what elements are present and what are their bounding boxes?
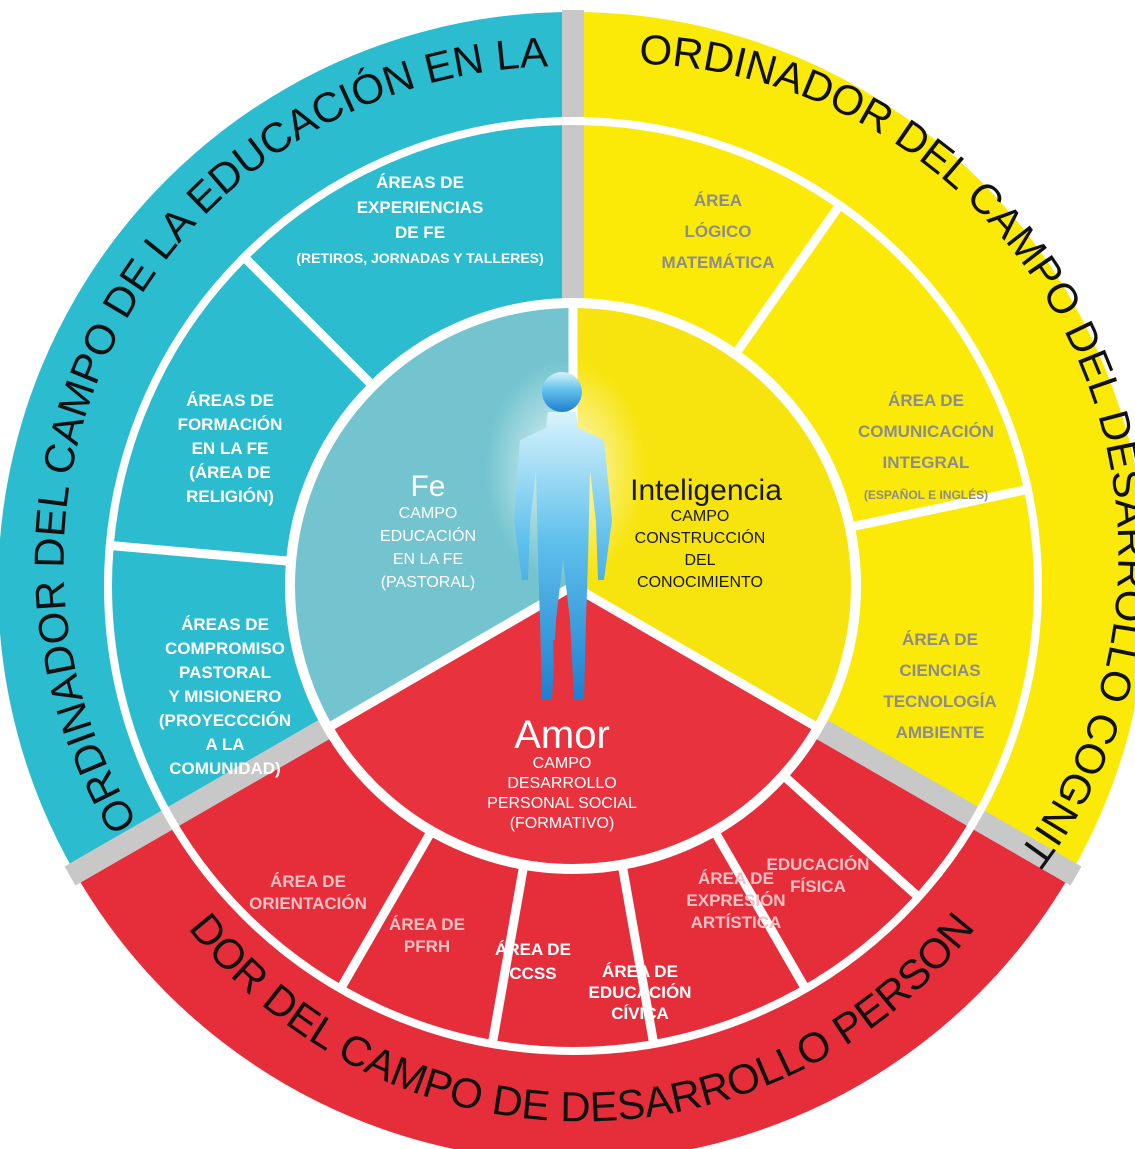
- core-fe-lines-line: CAMPO: [399, 505, 458, 522]
- core-cog-lines-line: CONSTRUCCIÓN: [635, 528, 766, 547]
- area-separator: [336, 817, 442, 992]
- core-fe-subtitle: CAMPO EDUCACIÓN EN LA FE (PASTORAL): [380, 505, 476, 591]
- area-separator: [836, 484, 1030, 535]
- title-band: [104, 117, 1042, 1055]
- core-cog-lines-line: CONOCIMIENTO: [637, 574, 763, 591]
- core-sector-amor: [329, 586, 817, 868]
- core-divider-right: [570, 582, 823, 733]
- core-fe-lines-line: EN LA FE: [393, 551, 463, 568]
- core-divider-left: [323, 582, 576, 733]
- area-separator: [724, 201, 844, 368]
- core-inteligencia-subtitle: CAMPO CONSTRUCCIÓN DEL CONOCIMIENTO: [635, 508, 766, 591]
- area-separator: [704, 817, 810, 992]
- area-separator: [487, 851, 531, 1046]
- core-fe-lines-line: EDUCACIÓN: [380, 526, 476, 545]
- core-cog-lines-line: CAMPO: [671, 508, 730, 525]
- area-separator: [615, 851, 659, 1046]
- core-amor-lines-line: PERSONAL SOCIAL: [487, 795, 637, 812]
- core-amor-lines-line: (FORMATIVO): [510, 815, 615, 832]
- core-fe-lines-line: (PASTORAL): [381, 574, 476, 591]
- core-sector-inteligencia: [573, 304, 855, 727]
- area-separator: [770, 763, 923, 902]
- core-amor-title: Amor: [514, 713, 610, 757]
- human-figure-icon: [485, 360, 645, 700]
- core-cog-lines-line: DEL: [684, 552, 715, 569]
- area-separators: [108, 201, 1030, 1046]
- core-amor-subtitle: CAMPO DESARROLLO PERSONAL SOCIAL (FORMATIVO…: [487, 755, 637, 832]
- area-separator: [240, 253, 386, 399]
- area-separator: [108, 540, 305, 567]
- core-inteligencia-title: Inteligencia: [630, 474, 782, 507]
- core-amor-lines-line: CAMPO: [533, 755, 592, 772]
- core-amor-lines-line: DESARROLLO: [507, 775, 616, 792]
- core-fe-title: Fe: [410, 470, 445, 503]
